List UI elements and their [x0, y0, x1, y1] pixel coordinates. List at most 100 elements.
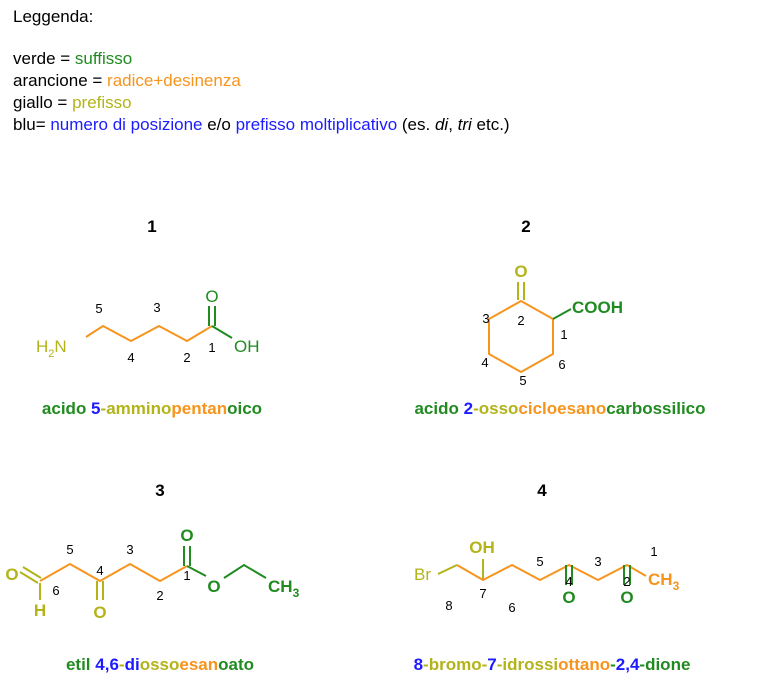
name-part: - — [497, 655, 503, 674]
cyclohexane-ring — [488, 300, 554, 373]
legend-blue-value1: numero di posizione — [50, 115, 203, 134]
locant-8: 8 — [445, 598, 452, 613]
compound-4: 4 OH Br O O CH3 1 5 3 4 2 7 8 6 8-bromo-… — [414, 481, 691, 674]
compound-4-name: 8-bromo-7-idrossiottano-2,4-dione — [414, 655, 691, 674]
locant-1: 1 — [560, 327, 567, 342]
name-part: osso — [140, 655, 180, 674]
legend: Leggenda: verde = suffisso arancione = r… — [13, 6, 510, 136]
methyl-group: CH3 — [648, 570, 680, 593]
legend-eq: = — [55, 49, 75, 68]
atom-ch: CH — [648, 570, 673, 589]
locant-5: 5 — [66, 542, 73, 557]
name-part: etil — [66, 655, 95, 674]
atom-n: N — [54, 337, 66, 356]
atom-o-keto: O — [93, 603, 106, 622]
name-part: 7 — [487, 655, 496, 674]
name-part: cicloesano — [518, 399, 606, 418]
legend-blue-mid: e/o — [202, 115, 236, 134]
name-part: 5 — [91, 399, 100, 418]
name-part: osso — [479, 399, 519, 418]
name-part: 2,4 — [616, 655, 640, 674]
name-part: - — [610, 655, 616, 674]
legend-blue-value2: prefisso moltiplicativo — [235, 115, 398, 134]
name-part: oico — [227, 399, 262, 418]
legend-yellow-key: giallo — [13, 93, 53, 112]
compound-2-structure: O COOH 3 2 1 4 6 5 — [481, 262, 623, 388]
subscript-2: 2 — [48, 348, 54, 360]
legend-example-tri: tri — [457, 115, 472, 134]
locant-2: 2 — [517, 313, 524, 328]
atom-o-2: O — [620, 588, 633, 607]
name-part: dione — [645, 655, 690, 674]
legend-orange: arancione = radice+desinenza — [13, 70, 510, 92]
locant-6: 6 — [508, 600, 515, 615]
c-br-bond — [437, 564, 458, 575]
locant-3: 3 — [153, 300, 160, 315]
locant-3: 3 — [126, 542, 133, 557]
locant-2: 2 — [183, 350, 190, 365]
legend-yellow: giallo = prefisso — [13, 92, 510, 114]
legend-note-open: (es. — [397, 115, 435, 134]
locant-4: 4 — [481, 355, 488, 370]
subscript-3: 3 — [673, 579, 680, 593]
atom-o-aldehyde: O — [5, 565, 18, 584]
name-part: idrossi — [502, 655, 558, 674]
compound-1-label: 1 — [147, 217, 156, 236]
name-part: acido — [414, 399, 463, 418]
locant-4: 4 — [127, 350, 134, 365]
legend-eq: = — [52, 93, 73, 112]
carboxyl-group: COOH — [572, 298, 623, 317]
atom-h: H — [34, 601, 46, 620]
name-part: - — [101, 399, 107, 418]
legend-yellow-value: prefisso — [72, 93, 132, 112]
atom-o-ester-carbonyl: O — [180, 526, 193, 545]
legend-green-value: suffisso — [74, 49, 133, 68]
compound-4-label: 4 — [537, 481, 547, 500]
locant-5: 5 — [519, 373, 526, 388]
methyl-group: CH3 — [268, 577, 300, 600]
aldehyde-double-bond-b — [22, 566, 42, 579]
name-part: - — [639, 655, 645, 674]
compound-4-structure: OH Br O O CH3 1 5 3 4 2 7 8 6 — [414, 538, 680, 615]
name-part: di — [125, 655, 140, 674]
name-part: 2 — [464, 399, 473, 418]
compound-3-structure: O H O O O CH3 5 3 6 4 1 2 — [5, 526, 299, 622]
atom-o-keto: O — [514, 262, 527, 281]
legend-blue-key: blu — [13, 115, 36, 134]
name-part: - — [423, 655, 429, 674]
name-part: esan — [179, 655, 218, 674]
locant-7: 7 — [479, 586, 486, 601]
locant-3: 3 — [594, 554, 601, 569]
amine-group: H2N — [36, 337, 67, 360]
name-part: 8 — [414, 655, 423, 674]
compound-1-structure: H2N O OH 5 3 1 4 2 — [36, 287, 260, 365]
compound-3: 3 O H O O O CH3 5 3 6 4 1 2 etil 4,6-dio… — [5, 481, 299, 674]
legend-blue: blu= numero di posizione e/o prefisso mo… — [13, 114, 510, 136]
locant-5: 5 — [95, 301, 102, 316]
c-oh-bond — [211, 325, 233, 339]
locant-6: 6 — [558, 357, 565, 372]
compound-2-label: 2 — [521, 217, 530, 236]
legend-title: Leggenda: — [13, 7, 94, 26]
compound-3-label: 3 — [155, 481, 164, 500]
atom-oh: OH — [234, 337, 260, 356]
legend-eq: = — [87, 71, 108, 90]
legend-orange-value: radice+desinenza — [107, 71, 241, 90]
locant-4: 4 — [96, 563, 103, 578]
name-part: carbossilico — [606, 399, 705, 418]
name-part: bromo — [429, 655, 482, 674]
atom-ch: CH — [268, 577, 293, 596]
compound-3-name: etil 4,6-diossoesanoato — [66, 655, 254, 674]
locant-3: 3 — [482, 311, 489, 326]
name-part: acido — [42, 399, 91, 418]
name-part: pentan — [171, 399, 227, 418]
name-part: oato — [218, 655, 254, 674]
legend-orange-key: arancione — [13, 71, 88, 90]
aldehyde-double-bond-a — [19, 571, 39, 584]
locant-2: 2 — [623, 574, 630, 589]
atom-o-carbonyl: O — [205, 287, 218, 306]
hydroxyl-group: OH — [469, 538, 495, 557]
carbon-chain-bonds — [39, 563, 188, 582]
ethyl-bonds — [223, 563, 267, 579]
